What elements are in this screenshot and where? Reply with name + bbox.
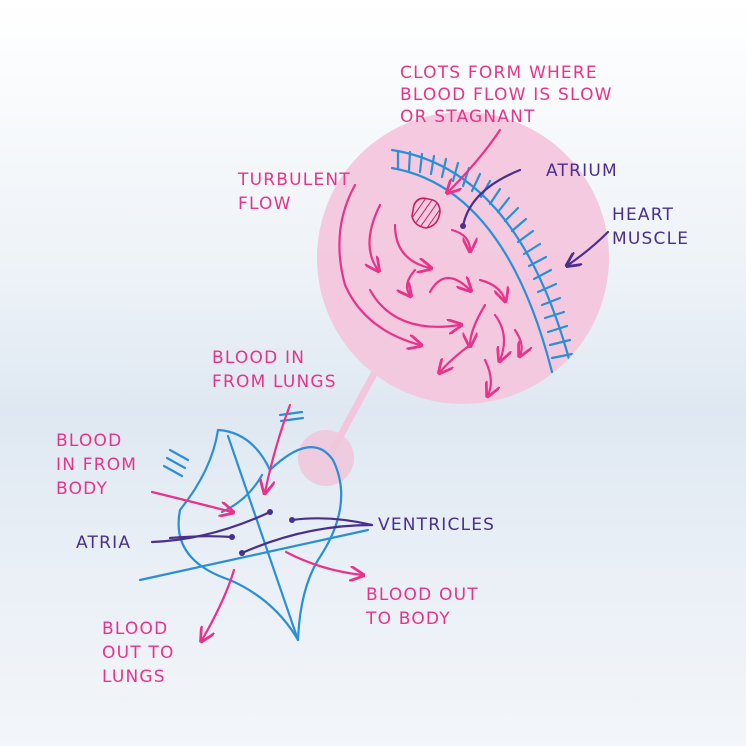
clots-label: CLOTS FORM WHERE BLOOD FLOW IS SLOW OR S…: [400, 63, 619, 127]
heart-wall: [390, 148, 574, 374]
blood-out-body-label: BLOOD OUT TO BODY: [365, 585, 485, 629]
zoom-bubble: [317, 112, 609, 404]
atrium-label: ATRIUM: [546, 161, 618, 181]
blood-in-body-label: BLOOD IN FROM BODY: [56, 431, 144, 499]
zoom-bubble-circle: [317, 112, 609, 404]
heart-sketch: [138, 410, 370, 642]
clot-mark: [411, 197, 441, 229]
blood-out-lungs-label: BLOOD OUT TO LUNGS: [102, 619, 181, 687]
blood-in-lungs-label: BLOOD IN FROM LUNGS: [212, 348, 337, 392]
atrium-pointer: [460, 168, 522, 229]
heart-muscle-label: HEART MUSCLE: [612, 205, 689, 249]
turbulent-flow-arrows: [338, 183, 521, 395]
heart-muscle-arrow: [568, 230, 610, 265]
ventricles-label: VENTRICLES: [378, 515, 495, 535]
atria-label: ATRIA: [76, 533, 131, 553]
zoom-source-circle: [298, 430, 354, 486]
ventricles-pointers: [239, 517, 374, 556]
heart-flow-arrows: [150, 403, 362, 640]
atria-pointers: [150, 509, 273, 544]
turbulent-flow-label: TURBULENT FLOW: [237, 170, 357, 214]
clots-arrow: [448, 128, 502, 192]
